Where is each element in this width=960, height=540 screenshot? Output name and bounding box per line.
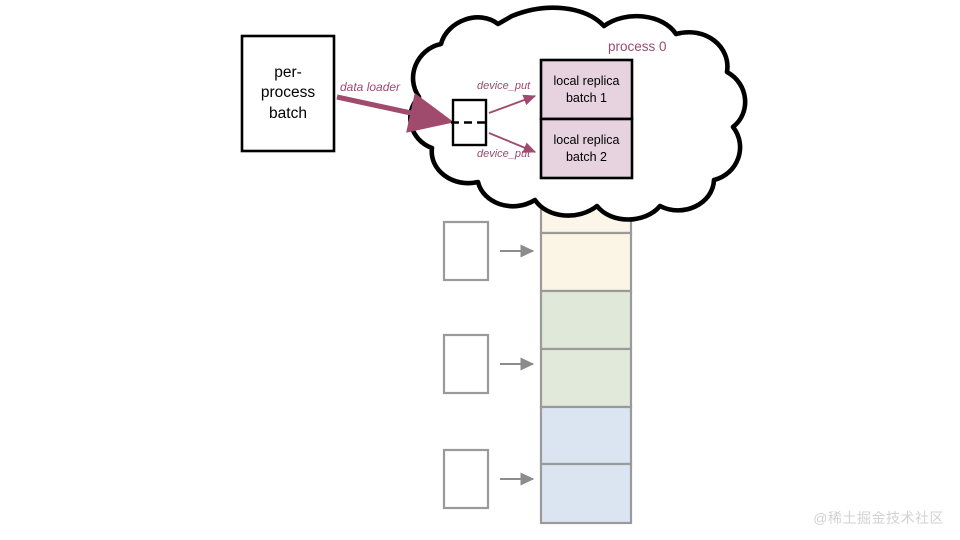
device-put-arrow-bottom <box>488 132 537 153</box>
host-box-3 <box>442 448 490 510</box>
device-put-arrow-top <box>488 94 537 114</box>
local-replica-batch-1-box <box>539 58 634 121</box>
data-loader-label: data loader <box>340 80 401 94</box>
device-put-bottom-label: device_put <box>477 148 531 160</box>
local-replica-1-line-1: local replica <box>553 74 620 88</box>
memory-block-3 <box>539 289 633 351</box>
host-boxes <box>442 220 490 510</box>
local-replica-2-line-1: local replica <box>553 133 620 147</box>
memory-column <box>539 188 633 525</box>
per-process-batch-box <box>240 34 336 153</box>
process-0-label: process 0 <box>608 39 667 54</box>
per-process-batch-line-3: batch <box>269 104 307 122</box>
local-replica-1-line-2: batch 1 <box>565 90 607 105</box>
host-arrows <box>500 244 535 486</box>
local-replica-group <box>539 58 634 180</box>
memory-block-4 <box>539 347 633 409</box>
local-replica-batch-2-label: local replica batch 2 <box>541 119 632 178</box>
host-box-2 <box>442 333 490 395</box>
host-box-1 <box>442 220 490 282</box>
shard-box <box>451 98 489 147</box>
per-process-batch-label: per- process batch <box>242 36 334 151</box>
memory-block-5 <box>539 405 633 466</box>
local-replica-batch-2-box <box>539 117 634 180</box>
memory-block-6 <box>539 462 633 525</box>
data-loader-arrow <box>336 93 455 133</box>
watermark: @稀土掘金技术社区 <box>813 510 944 526</box>
local-replica-2-line-2: batch 2 <box>565 149 607 164</box>
memory-block-2 <box>539 231 633 293</box>
local-replica-batch-1-label: local replica batch 1 <box>541 60 632 119</box>
per-process-batch-line-2: process <box>260 84 316 102</box>
per-process-batch-line-1: per- <box>274 63 302 81</box>
device-put-top-label: device_put <box>477 80 531 92</box>
